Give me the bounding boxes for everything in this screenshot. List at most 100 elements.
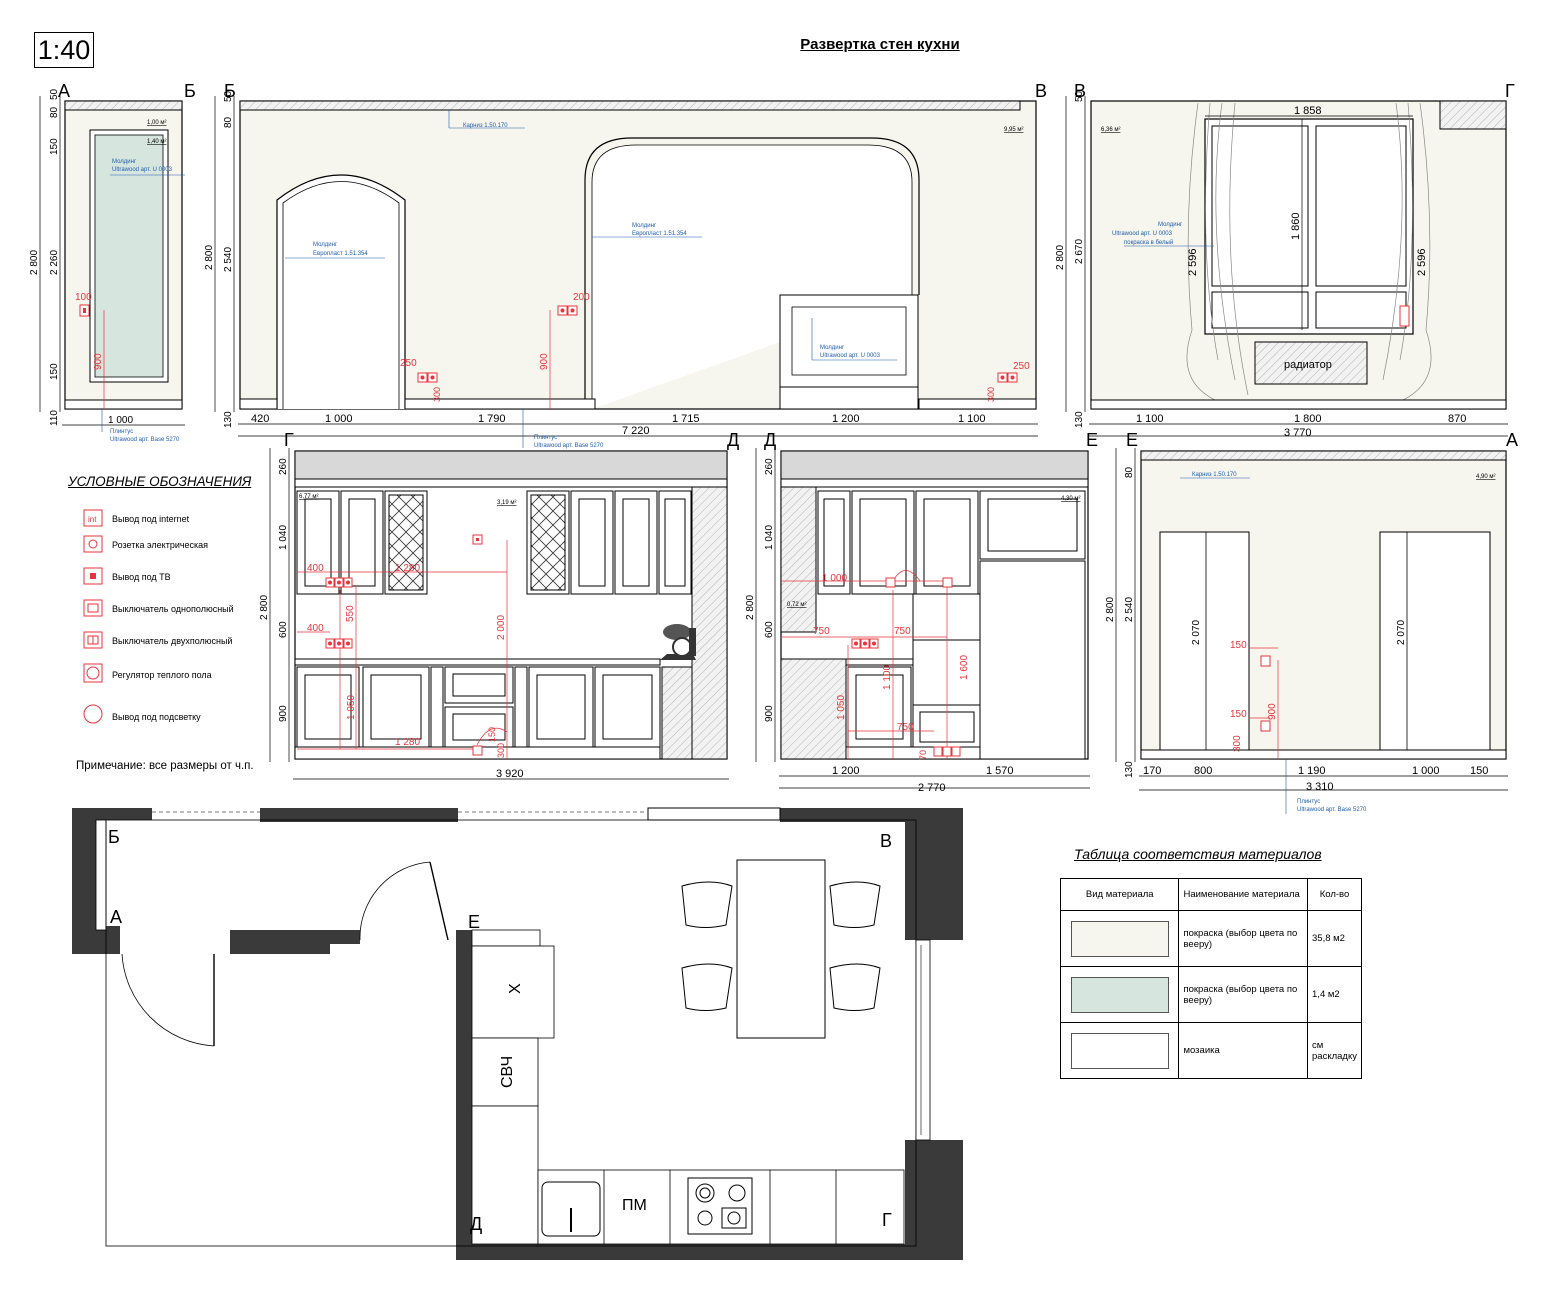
materials-table-title: Таблица соответствия материалов	[1074, 846, 1322, 862]
corner-label-b2: Б	[224, 81, 236, 101]
dim-150-gd: 150	[487, 727, 497, 742]
dim-socket1-bv: 250	[400, 358, 417, 369]
dim-door-left-ea: 2 070	[1191, 620, 1202, 645]
cornice-bv	[239, 100, 1021, 111]
dim-v-ab-5: 150	[49, 363, 60, 380]
curtain-left	[1186, 102, 1249, 401]
dim-v-ab-3: 150	[49, 138, 60, 155]
plan-corner-b: Б	[108, 827, 120, 847]
dim-v-ab-total: 2 800	[29, 250, 40, 275]
sockets-gd-upper	[325, 577, 353, 588]
elevation-d-e: Д Е 4,30 м² 0,72 м²	[745, 430, 1098, 794]
switch-de	[942, 577, 953, 588]
dim-h-vg-1: 1 100	[1136, 413, 1164, 425]
legend-switch-single-icon	[83, 599, 103, 617]
dim-total-bv: 7 220	[622, 425, 650, 437]
table-row: покраска (выбор цвета по вееру) 1,4 м2	[1059, 966, 1362, 1023]
area-wall-vg: 6,36 м²	[1101, 127, 1120, 133]
plan-corner-a: А	[110, 907, 122, 927]
dim-v-ab-1: 50	[49, 88, 60, 100]
area-mid-gd: 3,19 м²	[497, 500, 516, 506]
dim-300-gd: 300	[496, 743, 506, 758]
dim-400a-gd: 400	[307, 563, 324, 574]
elevation-g-d: Г Д	[259, 430, 739, 780]
material-swatch-2	[1070, 976, 1169, 1013]
dim-400b-gd: 400	[307, 623, 324, 634]
plinth-art-ea: Ultrawood арт. Base 5270	[1297, 807, 1367, 813]
molding-label-vg: Молдинг	[1158, 222, 1183, 228]
plinth-label-ab: Плинтус	[110, 429, 133, 435]
dim-2000-gd: 2 000	[496, 615, 507, 640]
arch-opening-large	[584, 137, 920, 409]
dim-v-de-1: 260	[764, 458, 775, 475]
dim-h-de-2: 1 570	[986, 765, 1014, 777]
dim-v-bv-4: 130	[223, 411, 234, 428]
molding2-art-bv: Европласт 1.51.354	[632, 231, 687, 237]
cornice-label-ea: Карниз 1.50.170	[1192, 472, 1237, 478]
dim-1000-de: 1 000	[822, 573, 847, 584]
dim-h-bv-5: 1 200	[832, 413, 860, 425]
dim-750c-de: 750	[897, 722, 914, 733]
molding-art-bv: Европласт 1.51.354	[313, 251, 368, 257]
legend-socket-icon	[83, 535, 103, 553]
dim-v-gd-3: 600	[278, 621, 289, 638]
legend-label-socket: Розетка электрическая	[112, 540, 209, 550]
dim-v-gd-4: 900	[278, 705, 289, 722]
materials-table: Вид материала Наименование материала Кол…	[1059, 878, 1362, 1079]
cabinets-de	[817, 490, 1086, 760]
corner-label-v: В	[1035, 81, 1047, 101]
plinth-art-bv: Ultrawood арт. Base 5270	[534, 443, 604, 449]
legend-label-internet: Вывод под internet	[112, 514, 190, 524]
elevation-b-v: Б В 9,95 м² Карниз 1.50.170 Молдинг Евро…	[204, 81, 1047, 449]
dim-150a-ea: 150	[1230, 640, 1247, 651]
corner-label-g: Г	[1505, 81, 1515, 101]
dim-h-ea-5: 150	[1470, 765, 1488, 777]
sockets-de-mid	[851, 638, 879, 649]
scale-indicator: 1:40	[34, 32, 94, 68]
plan-chair-3	[829, 881, 881, 928]
area-top-gd: 6,77 м²	[299, 494, 318, 500]
legend-lighting-icon	[83, 704, 103, 724]
radiator-label: радиатор	[1284, 359, 1332, 371]
legend-label-tv: Вывод под ТВ	[112, 572, 171, 582]
dim-v-de-4: 900	[764, 705, 775, 722]
dim-150b-ea: 150	[1230, 709, 1247, 720]
molding3-label-bv: Молдинг	[820, 345, 845, 351]
elevation-a-b: А Б 1,00 м² 1,40 м² Молдинг Ultrawood ар…	[29, 81, 196, 443]
area-wall-bv: 9,95 м²	[1004, 127, 1023, 133]
molding-art-ab: Ultrawood арт. U 0003	[112, 167, 173, 173]
dim-v-ea-1: 80	[1124, 466, 1135, 478]
dim-v-bv-3: 2 540	[223, 247, 234, 272]
dim-h-vg-3: 870	[1448, 413, 1466, 425]
soffit-de	[780, 450, 1089, 480]
dim-300-ea: 300	[1232, 735, 1243, 752]
dim-h-ea-1: 170	[1143, 765, 1161, 777]
switch-ea	[1260, 655, 1271, 667]
legend-label-switch-single: Выключатель однополюсный	[112, 604, 234, 614]
material-swatch-3	[1070, 1032, 1169, 1069]
material-qty-2: 1,4 м2	[1307, 966, 1362, 1023]
material-name-2: покраска (выбор цвета по вееру)	[1178, 966, 1309, 1023]
corner-label-d2: Д	[764, 430, 776, 450]
dim-1050-de: 1 050	[836, 695, 847, 720]
sockets-de-low	[933, 746, 961, 757]
dim-1100-de: 1 100	[882, 665, 893, 690]
plan-cooktop	[687, 1177, 753, 1235]
dim-v-bv-total: 2 800	[204, 245, 215, 270]
materials-header-qty: Кол-во	[1307, 878, 1362, 911]
door-left-ea	[1159, 531, 1250, 760]
dim-h-ea-2: 800	[1194, 765, 1212, 777]
plinth-label-bv: Плинтус	[534, 435, 557, 441]
dim-750a-de: 750	[813, 626, 830, 637]
dim-door-right-ea: 2 070	[1396, 620, 1407, 645]
corner-label-a: А	[58, 81, 70, 101]
plan-dishwasher-label: ПМ	[622, 1197, 647, 1214]
upper-cabinets-gd	[296, 490, 692, 595]
dim-v-vg-1: 50	[1074, 90, 1085, 102]
cornice-ab	[64, 100, 183, 111]
plan-corner-g: Г	[882, 1210, 892, 1230]
dim-v-ab-4: 2 260	[49, 250, 60, 275]
plan-corner-d: Д	[470, 1214, 482, 1234]
plan-wall-inner	[230, 930, 360, 954]
